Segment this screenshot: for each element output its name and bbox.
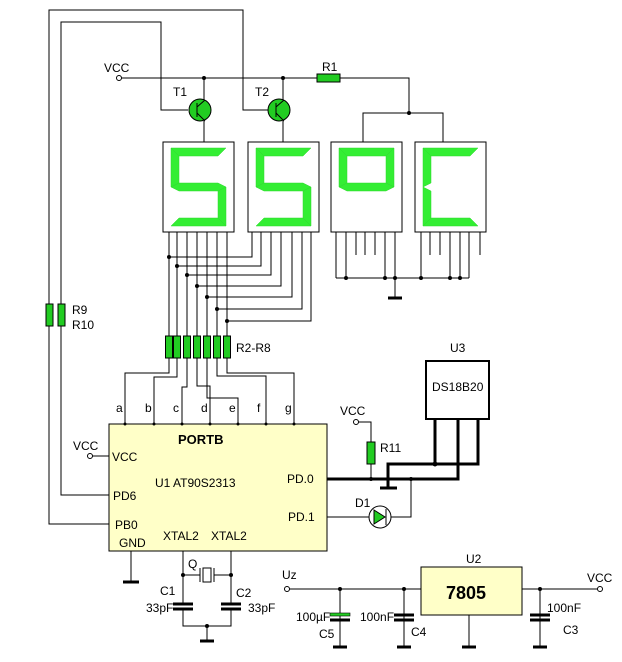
capacitor-c1 — [173, 602, 193, 611]
capacitor-c3 — [530, 589, 550, 649]
c4-value: 100nF — [360, 610, 394, 624]
u1-vcc-label: VCC — [73, 439, 99, 453]
c5-value: 100µF — [296, 610, 330, 624]
c3-label: C3 — [563, 623, 579, 637]
display-1 — [162, 141, 235, 233]
r1-label: R1 — [322, 60, 338, 74]
wire-r1 — [340, 77, 410, 113]
c1-value: 33pF — [146, 601, 173, 615]
wire-pb0-t2 — [48, 9, 268, 304]
u1-label: U1 AT90S2313 — [155, 476, 236, 490]
pin-vcc-label: VCC — [112, 450, 138, 464]
u3-label: U3 — [450, 341, 466, 355]
capacitor-c2 — [221, 602, 241, 611]
pin-label-c: c — [173, 401, 179, 415]
capacitor-c4 — [394, 589, 414, 649]
display-pin-wires — [124, 232, 481, 424]
c3-value: 100nF — [547, 601, 581, 615]
pin-label-a: a — [116, 401, 123, 415]
resistor-r10 — [57, 303, 66, 327]
vcc-terminal — [116, 75, 122, 81]
crystal-q — [202, 567, 212, 583]
segment-g — [255, 182, 312, 192]
wire-common-anode — [362, 112, 444, 142]
u2-name: 7805 — [446, 583, 486, 603]
transistor-t1 — [188, 78, 212, 142]
transistor-t2 — [267, 78, 291, 142]
segment-d — [255, 217, 312, 227]
segment-d — [170, 217, 227, 227]
segment-a — [255, 147, 312, 157]
pin-xtal-b-label: XTAL2 — [211, 529, 247, 543]
c2-value: 33pF — [248, 601, 275, 615]
led-d1 — [368, 505, 392, 529]
segment-a — [170, 147, 227, 157]
resistor-r7 — [213, 335, 221, 359]
pin-label-g: g — [285, 401, 292, 415]
pin-pd0-label: PD.0 — [287, 472, 314, 486]
u2-label: U2 — [466, 552, 482, 566]
r2-r8-label: R2-R8 — [236, 341, 271, 355]
resistor-r11 — [366, 441, 376, 465]
pin-gnd-label: GND — [119, 536, 146, 550]
q-label: Q — [188, 557, 197, 571]
segment-g — [170, 182, 227, 192]
r9-label: R9 — [72, 303, 88, 317]
portb-label: PORTB — [178, 432, 224, 447]
chip-u1 — [108, 423, 328, 552]
r11-label: R11 — [380, 441, 401, 455]
pin-label-b: b — [145, 401, 152, 415]
pin-label-f: f — [257, 401, 261, 415]
r10-label: R10 — [72, 318, 94, 332]
segment-a — [422, 147, 479, 157]
resistor-r1 — [316, 73, 341, 83]
pin-label-e: e — [229, 401, 236, 415]
u2-vcc-label: VCC — [587, 571, 613, 585]
segment-f — [422, 147, 432, 188]
resistor-r9 — [45, 303, 54, 327]
pin-pd6-label: PD6 — [113, 489, 137, 503]
wire-pd6-t1 — [60, 21, 188, 304]
vcc-label: VCC — [104, 61, 130, 75]
pin-xtal-a-label: XTAL2 — [163, 529, 199, 543]
uz-label: Uz — [282, 568, 297, 582]
segment-d — [422, 217, 479, 227]
c4-label: C4 — [411, 625, 427, 639]
resistor-r4 — [183, 335, 191, 359]
regulator-u2 — [420, 566, 523, 616]
resistor-r2 — [165, 335, 173, 359]
wire-pd6 — [60, 326, 109, 496]
resistor-r8 — [223, 335, 231, 359]
resistor-r3 — [173, 335, 181, 359]
pin-pd1-label: PD.1 — [288, 510, 315, 524]
pin-pb0-label: PB0 — [115, 518, 138, 532]
t1-label: T1 — [173, 85, 187, 99]
resistor-r5 — [193, 335, 201, 359]
seven-segment-displays — [162, 141, 487, 233]
resistor-r6 — [203, 335, 211, 359]
d1-label: D1 — [355, 496, 371, 510]
c1-label: C1 — [160, 584, 176, 598]
wire-pb0 — [48, 326, 109, 525]
pin-label-d: d — [201, 401, 208, 415]
u3-name: DS18B20 — [432, 380, 484, 394]
sensor-u3 — [425, 360, 490, 420]
display-2 — [247, 141, 320, 233]
segment-g — [338, 182, 395, 192]
capacitor-c5 — [329, 589, 351, 649]
display-4 — [414, 141, 487, 233]
c2-label: C2 — [236, 586, 252, 600]
t2-label: T2 — [255, 85, 269, 99]
display-3 — [330, 141, 403, 233]
r11-vcc-label: VCC — [340, 404, 366, 418]
segment-a — [338, 147, 395, 157]
c5-label: C5 — [319, 627, 335, 641]
